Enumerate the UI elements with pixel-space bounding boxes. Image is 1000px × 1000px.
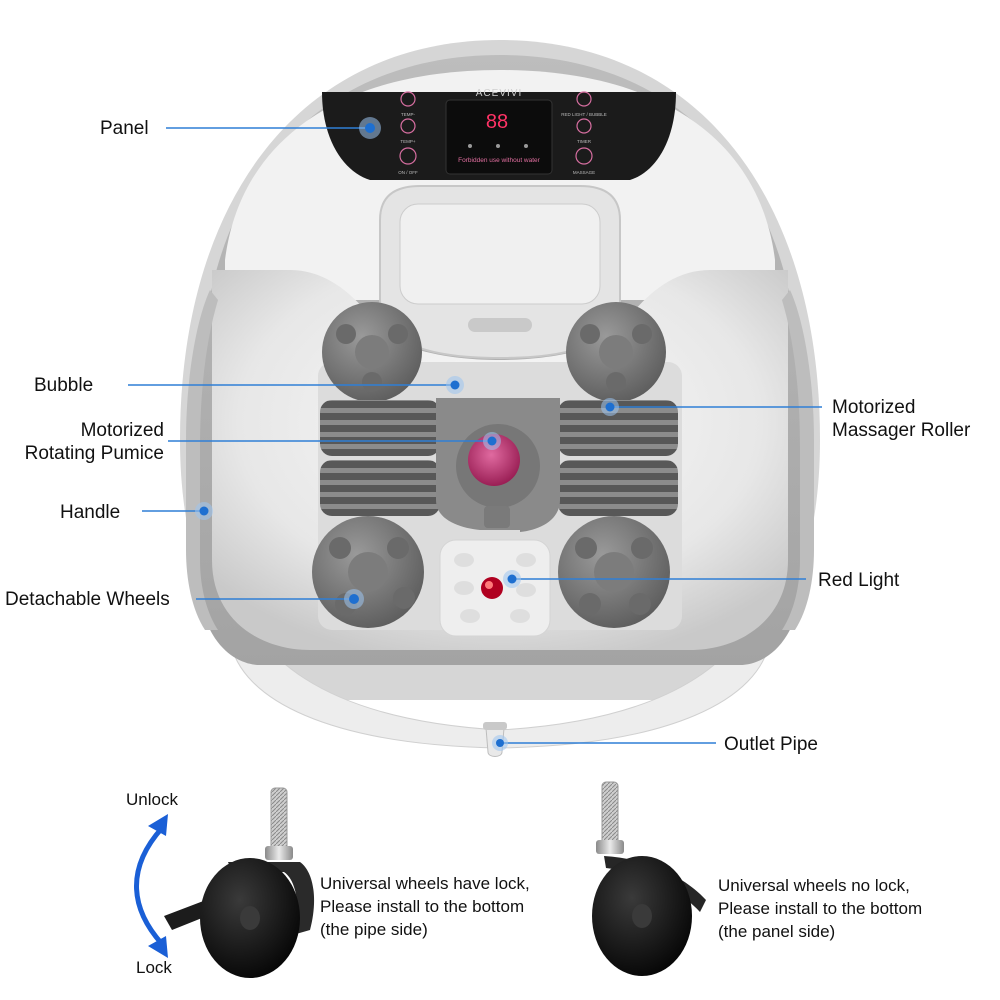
massage-label: MASSAGE (573, 170, 595, 175)
outlet-pipe-cap (483, 722, 507, 730)
red-light-lens (481, 577, 503, 599)
lid-window (399, 203, 601, 305)
red-light-bubble-button[interactable] (576, 91, 592, 107)
pumice-label-line2: Rotating Pumice (24, 443, 164, 464)
locking-caster-fork (228, 862, 315, 934)
red-light-bubble-label: RED LIGHT / BUBBLE (561, 112, 606, 117)
unlocked-wheel-note-line3: (the panel side) (718, 922, 836, 941)
non-locking-caster-wheel (592, 781, 706, 976)
display-indicator-marks (468, 144, 528, 148)
handle-callout-dot (195, 502, 213, 520)
roller-label-line1: Motorized (832, 397, 916, 418)
panel-display: 88 (486, 111, 508, 133)
lock-arrow-head-icon (148, 936, 168, 958)
locked-wheel-note-line3: (the pipe side) (320, 920, 428, 939)
locked-wheel-note-line2: Please install to the bottom (320, 897, 525, 916)
unlocked-wheel-note-line1: Universal wheels no lock, (718, 876, 910, 895)
unlock-label: Unlock (126, 790, 178, 809)
callout-lines (128, 127, 822, 744)
temp-up-label: TEMP+ (400, 139, 416, 144)
temp-down-label: TEMP- (401, 112, 416, 117)
outlet-label: Outlet Pipe (724, 734, 818, 755)
unlocked-wheel-note-line2: Please install to the bottom (718, 899, 923, 918)
roller-label: Motorized Massager Roller (832, 396, 970, 442)
bubble-label: Bubble (34, 375, 94, 396)
outlet-callout-dot (492, 735, 508, 751)
roller-label-line2: Massager Roller (832, 420, 971, 441)
unlock-arrow-head-icon (148, 814, 168, 836)
wheels-label: Detachable Wheels (5, 589, 170, 610)
locking-caster-wheel (164, 787, 315, 978)
right-handle (782, 290, 814, 630)
pumice-label: Motorized Rotating Pumice (0, 419, 164, 465)
massage-pad-bottom-left (312, 516, 424, 628)
pumice-label-line1: Motorized (80, 420, 164, 441)
non-locking-caster-collar (596, 840, 624, 854)
massage-pad-bottom-right (558, 516, 670, 628)
unlocked-wheel-note: Universal wheels no lock, Please install… (718, 874, 922, 943)
pumice-stone (468, 434, 520, 486)
panel-callout-dot (359, 117, 381, 139)
roller-callout-dot (601, 398, 619, 416)
temp-up-button[interactable] (400, 118, 416, 134)
bubble-callout-dot (446, 376, 464, 394)
locked-wheel-note: Universal wheels have lock, Please insta… (320, 872, 530, 941)
hub-stem (484, 506, 510, 528)
locking-caster-collar (265, 846, 293, 860)
temp-down-button[interactable] (400, 91, 416, 107)
power-label: ON / OFF (398, 170, 418, 175)
lock-label: Lock (136, 958, 172, 977)
locking-caster-threaded-stem (270, 787, 288, 851)
red-light-lens-glow (485, 581, 493, 589)
locking-caster-hub (240, 906, 260, 930)
lid-tab (468, 318, 532, 332)
panel-warning: Forbidden use without water (458, 157, 540, 164)
massage-button[interactable] (575, 147, 593, 165)
pumice-callout-dot (483, 432, 501, 450)
panel-label: Panel (100, 118, 149, 139)
massage-pad-top-left (322, 302, 422, 402)
handle-label: Handle (60, 502, 121, 523)
non-locking-caster-threaded-stem (601, 781, 619, 845)
control-panel: ACEVIVI 88 Forbidden use without water T… (322, 88, 676, 180)
lock-pedal (164, 900, 212, 930)
red-light-callout-dot (503, 570, 521, 588)
callout-dots (195, 117, 619, 751)
lock-unlock-arrow (134, 825, 165, 947)
massage-pad-top-right (566, 302, 666, 402)
power-button[interactable] (399, 147, 417, 165)
timer-button[interactable] (576, 118, 592, 134)
massager-rollers (320, 400, 678, 516)
locked-wheel-note-line1: Universal wheels have lock, (320, 874, 530, 893)
wheels-callout-dot (344, 589, 364, 609)
non-locking-caster-hub (632, 904, 652, 928)
timer-label: TIMER (577, 139, 592, 144)
tray-nubs (454, 553, 536, 623)
red-light-label: Red Light (818, 570, 900, 591)
left-handle (186, 290, 218, 630)
display-window (445, 99, 553, 175)
panel-brand: ACEVIVI (476, 88, 522, 99)
